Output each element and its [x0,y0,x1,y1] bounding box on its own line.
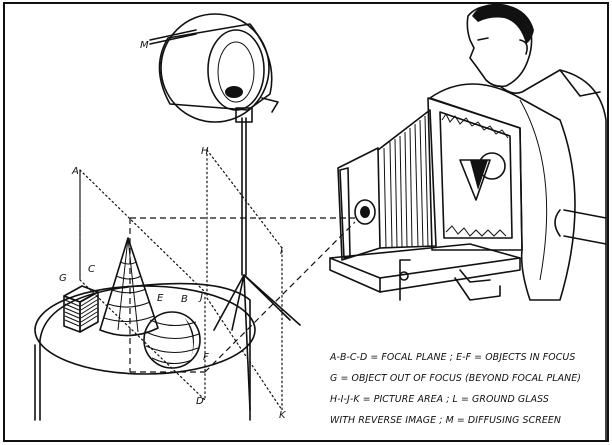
picture-area-lines [206,148,283,412]
label-a: A [71,166,79,177]
label-h: H [201,146,209,157]
label-b: B [181,294,188,305]
label-f: F [203,352,209,363]
view-camera [329,97,523,301]
cone-object-e [99,237,159,337]
label-g: G [59,273,67,284]
legend-line-2: G = OBJECT OUT OF FOCUS (BEYOND FOCAL PL… [330,373,581,384]
label-e: E [157,293,164,304]
label-j: J [198,292,203,303]
legend-line-4: WITH REVERSE IMAGE ; M = DIFFUSING SCREE… [330,415,561,426]
cube-object-g [63,285,99,333]
label-d: D [196,396,204,407]
legend-line-1: A-B-C-D = FOCAL PLANE ; E-F = OBJECTS IN… [329,352,575,363]
focal-plane-lines [79,168,206,402]
legend-caption: A-B-C-D = FOCAL PLANE ; E-F = OBJECTS IN… [329,352,581,426]
lamp-stand [149,13,301,411]
frame-border [3,2,609,442]
sphere-object-f [143,311,201,369]
label-m: M [140,40,149,51]
legend-line-3: H-I-J-K = PICTURE AREA ; L = GROUND GLAS… [330,394,549,405]
photographer-figure [429,3,607,441]
label-k: K [279,410,287,421]
label-c: C [88,264,95,275]
pedestal-table [34,282,256,421]
label-i: I [280,246,283,257]
